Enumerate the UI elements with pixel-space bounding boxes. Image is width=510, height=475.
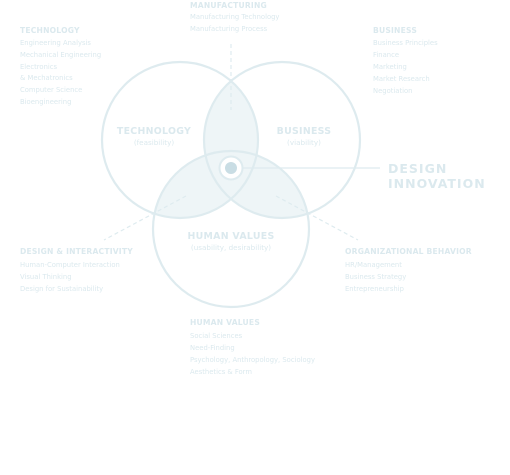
humanvalues-item: Need-Finding [190, 344, 235, 352]
manufacturing-heading: MANUFACTURING [190, 1, 267, 10]
humanvalues-group: HUMAN VALUES Social Sciences Need-Findin… [190, 318, 315, 376]
human-values-circle-label: HUMAN VALUES [187, 231, 274, 242]
overlap-regions [153, 62, 309, 218]
technology-circle-label: TECHNOLOGY [117, 126, 191, 137]
business-item: Finance [373, 51, 399, 59]
interactivity-item: Visual Thinking [20, 273, 72, 281]
manufacturing-group: MANUFACTURING Manufacturing Technology M… [190, 1, 279, 33]
business-heading: BUSINESS [373, 26, 417, 35]
overlap-tech-human [153, 151, 258, 218]
interactivity-item: Human-Computer Interaction [20, 261, 120, 269]
technology-item: & Mechatronics [20, 74, 73, 82]
manufacturing-item: Manufacturing Technology [190, 13, 279, 21]
humanvalues-item: Social Sciences [190, 332, 243, 340]
design-innovation-line-1: DESIGN [388, 161, 447, 176]
human-values-circle-sub: (usability, desirability) [191, 243, 271, 252]
business-group: BUSINESS Business Principles Finance Mar… [373, 26, 438, 95]
organizational-item: Business Strategy [345, 273, 406, 281]
humanvalues-item: Aesthetics & Form [190, 368, 252, 376]
interactivity-item: Design for Sustainability [20, 285, 103, 293]
connector-organizational [275, 195, 359, 241]
overlap-business-human [204, 151, 309, 218]
technology-item: Bioengineering [20, 98, 71, 106]
business-circle-sub: (viability) [287, 138, 321, 147]
business-item: Marketing [373, 63, 407, 71]
manufacturing-item: Manufacturing Process [190, 25, 268, 33]
technology-item: Mechanical Engineering [20, 51, 101, 59]
business-item: Market Research [373, 75, 430, 83]
organizational-item: HR/Management [345, 261, 402, 269]
humanvalues-item: Psychology, Anthropology, Sociology [190, 356, 315, 364]
business-circle [202, 60, 362, 220]
humanvalues-heading: HUMAN VALUES [190, 318, 260, 327]
business-item: Business Principles [373, 39, 438, 47]
technology-item: Computer Science [20, 86, 82, 94]
organizational-group: ORGANIZATIONAL BEHAVIOR HR/Management Bu… [345, 247, 472, 293]
technology-item: Engineering Analysis [20, 39, 91, 47]
technology-circle-sub: (feasibility) [134, 138, 175, 147]
business-circle-label: BUSINESS [277, 126, 332, 137]
interactivity-group: DESIGN & INTERACTIVITY Human-Computer In… [20, 247, 133, 293]
connector-interactivity [103, 195, 187, 241]
business-item: Negotiation [373, 87, 412, 95]
technology-circle [100, 60, 260, 220]
organizational-item: Entrepreneurship [345, 285, 404, 293]
center-target-dot [225, 162, 237, 174]
technology-heading: TECHNOLOGY [20, 26, 80, 35]
interactivity-heading: DESIGN & INTERACTIVITY [20, 247, 133, 256]
human-values-circle [151, 149, 311, 309]
organizational-heading: ORGANIZATIONAL BEHAVIOR [345, 247, 472, 256]
technology-group: TECHNOLOGY Engineering Analysis Mechanic… [20, 26, 101, 106]
technology-item: Electronics [20, 63, 58, 71]
design-innovation-line-2: INNOVATION [388, 176, 486, 191]
